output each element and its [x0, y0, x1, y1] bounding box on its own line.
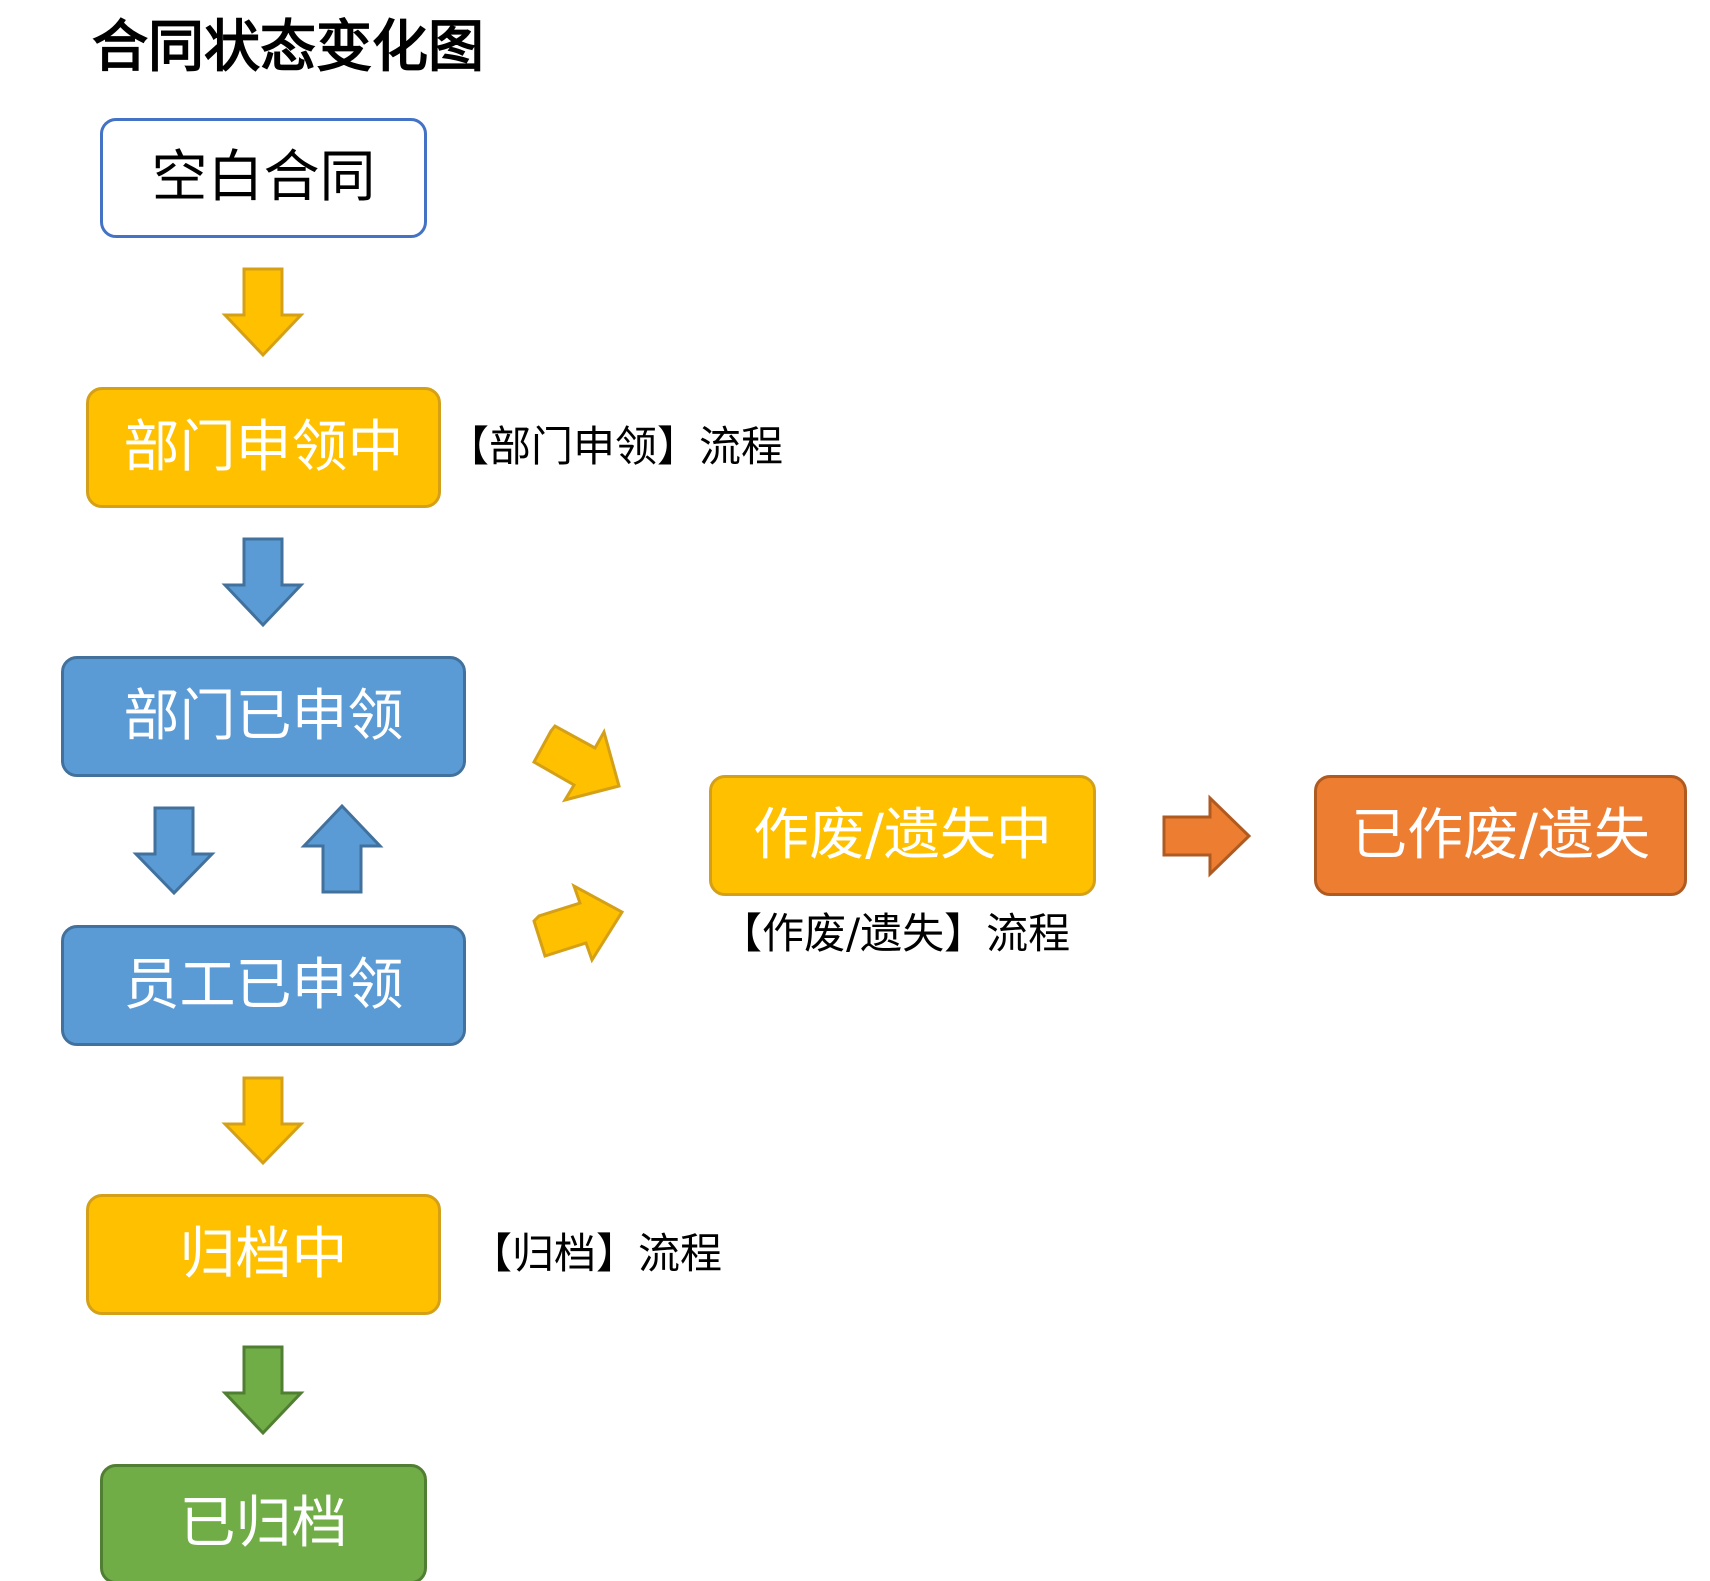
arrow-staff-applied-to-voiding [532, 882, 625, 964]
node-blank-contract: 空白合同 [100, 118, 427, 238]
note-void-flow: 【作废/遗失】流程 [720, 909, 1071, 958]
arrow-dept-applying-to-dept-applied [221, 537, 305, 628]
node-dept-applying-label: 部门申领中 [123, 414, 404, 480]
node-archiving-label: 归档中 [179, 1221, 348, 1287]
node-archived: 已归档 [100, 1464, 427, 1581]
arrow-dept-applied-to-voiding [531, 724, 621, 803]
arrow-staff-applied-to-archiving [221, 1076, 305, 1166]
arrow-voiding-to-voided [1162, 794, 1252, 878]
node-voided-label: 已作废/遗失 [1351, 802, 1650, 868]
node-voided: 已作废/遗失 [1314, 775, 1687, 896]
node-dept-applying: 部门申领中 [86, 387, 441, 508]
node-voiding: 作废/遗失中 [709, 775, 1096, 896]
node-dept-applied-label: 部门已申领 [123, 683, 404, 749]
node-blank-contract-label: 空白合同 [151, 145, 376, 210]
arrow-archiving-to-archived [221, 1345, 305, 1436]
node-staff-applied-label: 员工已申领 [123, 952, 404, 1018]
node-archiving: 归档中 [86, 1194, 441, 1315]
node-voiding-label: 作废/遗失中 [753, 802, 1052, 868]
node-archived-label: 已归档 [179, 1491, 348, 1556]
note-dept-apply-flow: 【部门申领】流程 [447, 422, 784, 471]
diagram-title: 合同状态变化图 [92, 15, 484, 80]
arrow-blank-to-dept-applying [221, 267, 305, 358]
node-dept-applied: 部门已申领 [61, 656, 466, 777]
arrow-dept-applied-to-staff-applied [132, 806, 216, 896]
node-staff-applied: 员工已申领 [61, 925, 466, 1046]
arrow-staff-applied-to-dept-applied [300, 803, 384, 894]
note-archive-flow: 【归档】流程 [470, 1229, 723, 1278]
